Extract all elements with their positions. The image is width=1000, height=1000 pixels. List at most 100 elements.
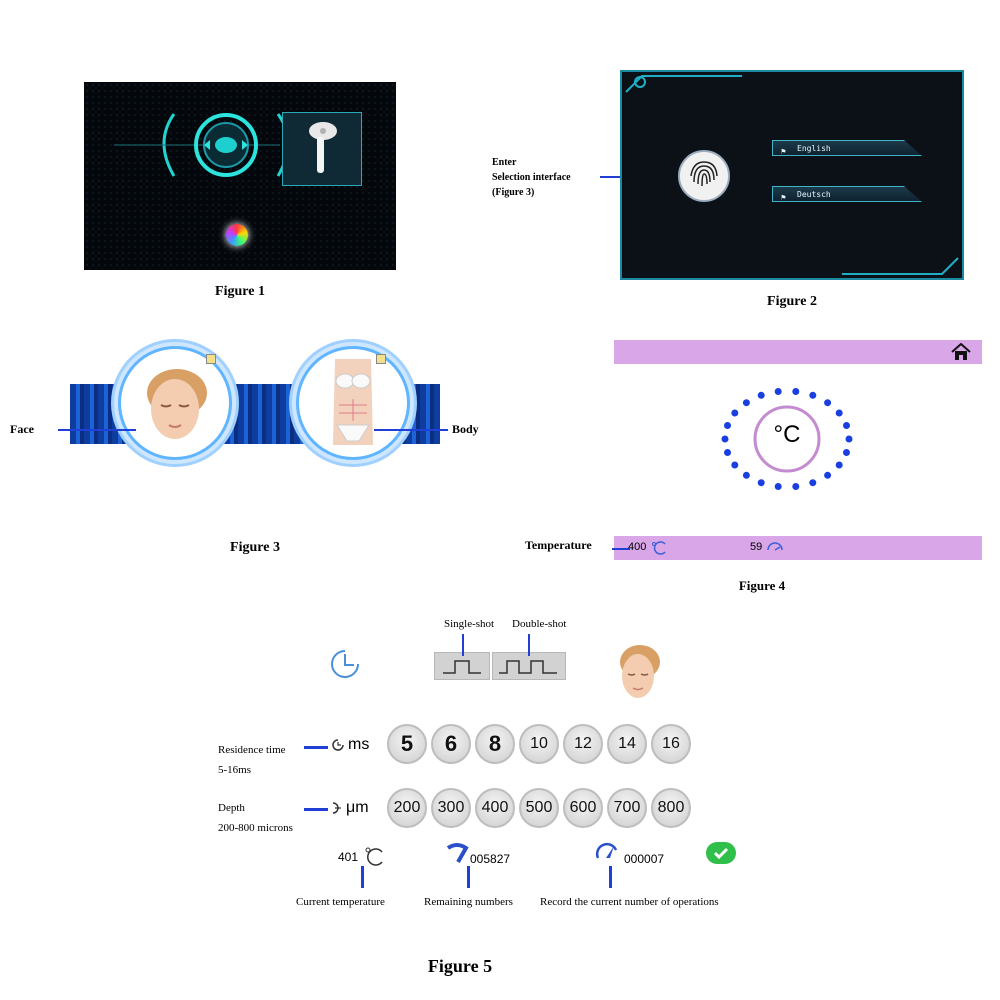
language-english-button[interactable]: ⚑ English	[772, 140, 922, 156]
temperature-ring	[753, 405, 821, 473]
depth-400-button[interactable]: 400	[475, 788, 515, 828]
current-temperature-label: Current temperature	[296, 896, 385, 908]
figure1-screen	[84, 82, 396, 270]
ring-dot	[724, 422, 731, 429]
figure5-caption: Figure 5	[427, 956, 493, 976]
ring-dot	[835, 461, 843, 469]
annotation-line-1: Enter	[492, 157, 517, 168]
depth-800-button[interactable]: 800	[651, 788, 691, 828]
ring-dot	[731, 461, 739, 469]
dot-ring	[721, 388, 853, 490]
flag-icon: ⚑	[781, 147, 786, 156]
timer-small-icon	[332, 739, 344, 751]
depth-600-button[interactable]: 600	[563, 788, 603, 828]
double-shot-label: Double-shot	[512, 618, 567, 630]
residence-16-button[interactable]: 16	[651, 724, 691, 764]
temperature-unit-icon: °C	[773, 421, 801, 448]
figure1-caption: Figure 1	[215, 284, 265, 299]
double-shot-button[interactable]	[492, 652, 566, 680]
figure4-bottom-bar: 400 59	[614, 536, 982, 560]
figure4-caption: Figure 4	[738, 578, 786, 593]
depth-500-button[interactable]: 500	[519, 788, 559, 828]
operations-label: Record the current number of operations	[540, 896, 719, 908]
face-thumbnail[interactable]	[608, 638, 668, 712]
single-shot-button[interactable]	[434, 652, 490, 680]
ring-dot	[843, 422, 850, 429]
depth-200-button[interactable]: 200	[387, 788, 427, 828]
operations-pointer	[609, 866, 612, 888]
checkmark-icon	[713, 847, 729, 860]
depth-700-button[interactable]: 700	[607, 788, 647, 828]
depth-small-icon	[332, 802, 341, 814]
figure2-frame	[625, 75, 959, 275]
language-deutsch-button[interactable]: ⚑ Deutsch	[772, 186, 922, 202]
ring-dot	[757, 479, 765, 487]
residence-6-button[interactable]: 6	[431, 724, 471, 764]
ring-dot	[774, 388, 782, 395]
depth-pointer-line	[304, 808, 328, 811]
face-portrait-icon	[147, 369, 207, 439]
ring-dot	[792, 483, 800, 490]
remaining-pointer	[467, 866, 470, 888]
ring-dot	[742, 399, 750, 407]
body-mode-button[interactable]	[296, 346, 410, 460]
residence-5-button[interactable]: 5	[387, 724, 427, 764]
figure3-caption: Figure 3	[230, 540, 280, 555]
ring-dot	[774, 483, 782, 490]
residence-unit: ms	[348, 736, 370, 753]
temperature-value: 400	[628, 541, 647, 553]
residence-8-button[interactable]: 8	[475, 724, 515, 764]
ring-dot	[843, 449, 850, 456]
residence-annotation: Residence time 5-16ms	[218, 740, 286, 780]
home-icon[interactable]	[950, 343, 972, 361]
ring-dot	[809, 479, 817, 487]
gauge-icon	[767, 542, 783, 551]
remaining-icon	[446, 843, 469, 863]
single-shot-label: Single-shot	[444, 618, 495, 630]
ring-dot	[845, 435, 853, 443]
residence-12-button[interactable]: 12	[563, 724, 603, 764]
operations-value: 000007	[624, 852, 665, 866]
ring-dot	[731, 409, 739, 417]
ring-dot	[809, 391, 817, 399]
body-pointer-line	[374, 429, 448, 431]
figure2-annotation: Enter Selection interface (Figure 3)	[492, 155, 571, 200]
current-temperature-value: 401	[338, 850, 359, 864]
fingerprint-icon	[690, 161, 718, 187]
ring-dot	[757, 391, 765, 399]
remaining-label: Remaining numbers	[424, 896, 513, 908]
residence-14-button[interactable]: 14	[607, 724, 647, 764]
language-english-label: English	[797, 144, 831, 153]
residence-10-button[interactable]: 10	[519, 724, 559, 764]
fingerprint-button[interactable]	[678, 150, 730, 202]
depth-label: Depth	[218, 802, 245, 814]
ring-dot	[835, 409, 843, 417]
annotation-line-2: Selection interface	[492, 172, 571, 183]
depth-300-button[interactable]: 300	[431, 788, 471, 828]
temperature-pointer-line	[612, 548, 630, 550]
handpiece-icon	[309, 122, 337, 173]
ring-dot	[742, 471, 750, 479]
figure3-screen	[70, 318, 440, 493]
figure4-top-bar	[614, 340, 982, 364]
body-indicator-icon	[376, 354, 386, 364]
ring-dot	[792, 388, 800, 395]
flag-icon: ⚑	[781, 193, 786, 202]
depth-annotation: Depth 200-800 microns	[218, 798, 293, 838]
colorful-orb-icon[interactable]	[226, 224, 248, 246]
body-label: Body	[452, 422, 479, 436]
ring-dot	[824, 399, 832, 407]
figure2-caption: Figure 2	[767, 294, 817, 309]
timer-icon[interactable]	[328, 648, 368, 680]
figure1-graphic	[114, 113, 290, 177]
face-mode-button[interactable]	[118, 346, 232, 460]
temperature-dial	[721, 388, 853, 490]
confirm-button[interactable]	[706, 842, 736, 864]
handpiece-panel[interactable]	[282, 112, 362, 186]
temperature-icon	[365, 847, 383, 866]
double-pulse-icon	[499, 660, 557, 674]
face-pointer-line	[58, 429, 136, 431]
language-deutsch-label: Deutsch	[797, 190, 831, 199]
temperature-label: Temperature	[525, 538, 592, 552]
single-pulse-icon	[443, 660, 481, 674]
